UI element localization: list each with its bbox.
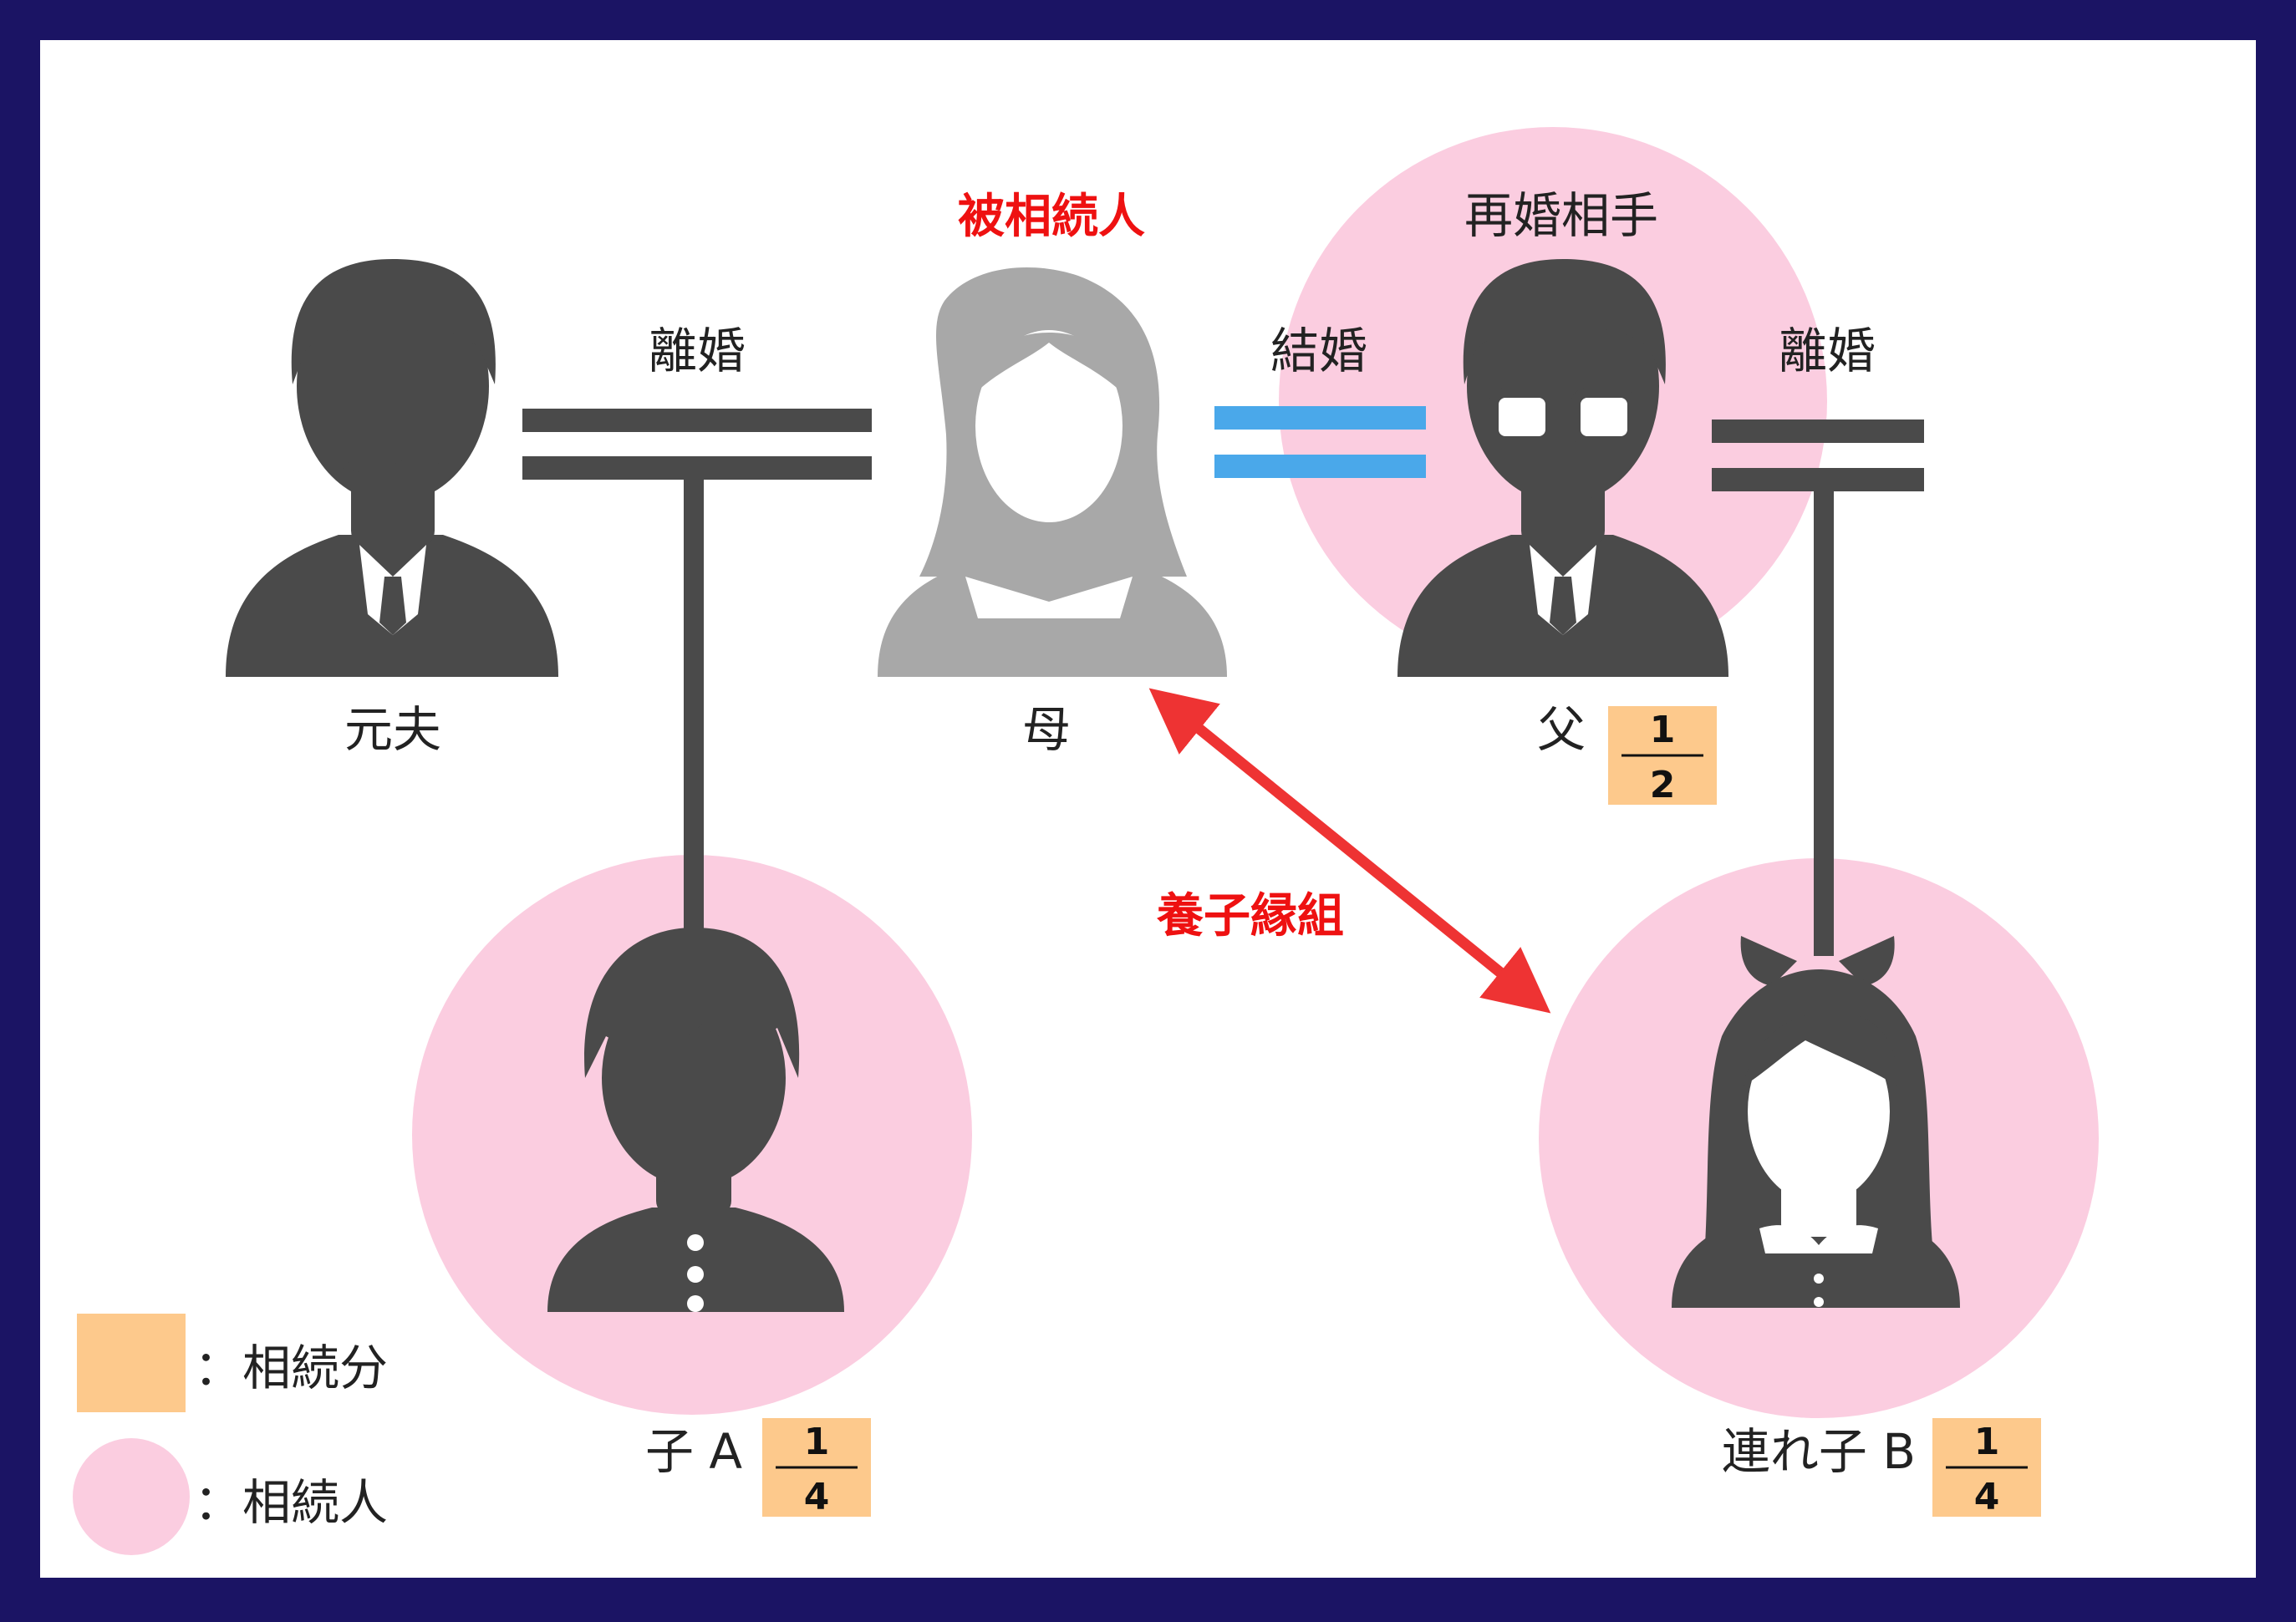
father-label: 父 bbox=[1537, 701, 1586, 758]
man-with-glasses-icon bbox=[1397, 259, 1728, 677]
share-father-numerator: 1 bbox=[1650, 709, 1676, 751]
woman-icon bbox=[878, 267, 1227, 677]
man-with-mustache-icon bbox=[226, 259, 558, 677]
mother-label: 母 bbox=[1022, 701, 1071, 758]
legend-heir-label: ：相続人 bbox=[194, 1474, 388, 1531]
schoolboy-icon bbox=[547, 928, 844, 1312]
girl-with-ribbon-icon bbox=[1672, 936, 1960, 1308]
child-a-label: 子 A bbox=[645, 1423, 742, 1480]
remarried-partner-label: 再婚相手 bbox=[1464, 187, 1658, 244]
adoption-label: 養子縁組 bbox=[1156, 889, 1344, 943]
divorce-right-lines bbox=[1712, 419, 1924, 956]
share-box-stepchild-b: 1 4 bbox=[1932, 1418, 2041, 1518]
share-stepchild-b-numerator: 1 bbox=[1974, 1421, 2000, 1463]
share-child-a-numerator: 1 bbox=[804, 1421, 830, 1463]
divorce-left-lines bbox=[522, 409, 872, 940]
legend-heir-swatch bbox=[73, 1438, 190, 1555]
share-box-child-a: 1 4 bbox=[762, 1418, 871, 1518]
deceased-label: 被相続人 bbox=[958, 190, 1145, 244]
marriage-label: 結婚 bbox=[1270, 323, 1367, 379]
share-father-denominator: 2 bbox=[1650, 764, 1676, 806]
legend: ：相続分 ：相続人 bbox=[73, 1314, 388, 1555]
divorce-right-label: 離婚 bbox=[1779, 323, 1876, 379]
adoption-arrow bbox=[1148, 688, 1551, 1014]
legend-share-label: ：相続分 bbox=[194, 1340, 388, 1396]
share-stepchild-b-denominator: 4 bbox=[1974, 1476, 2000, 1518]
ex-husband-label: 元夫 bbox=[344, 701, 441, 758]
legend-share-swatch bbox=[77, 1314, 186, 1412]
divorce-left-label: 離婚 bbox=[649, 323, 746, 379]
stepchild-b-label: 連れ子 B bbox=[1722, 1423, 1916, 1480]
marriage-lines bbox=[1214, 406, 1426, 478]
share-box-father: 1 2 bbox=[1608, 706, 1717, 806]
share-child-a-denominator: 4 bbox=[804, 1476, 830, 1518]
